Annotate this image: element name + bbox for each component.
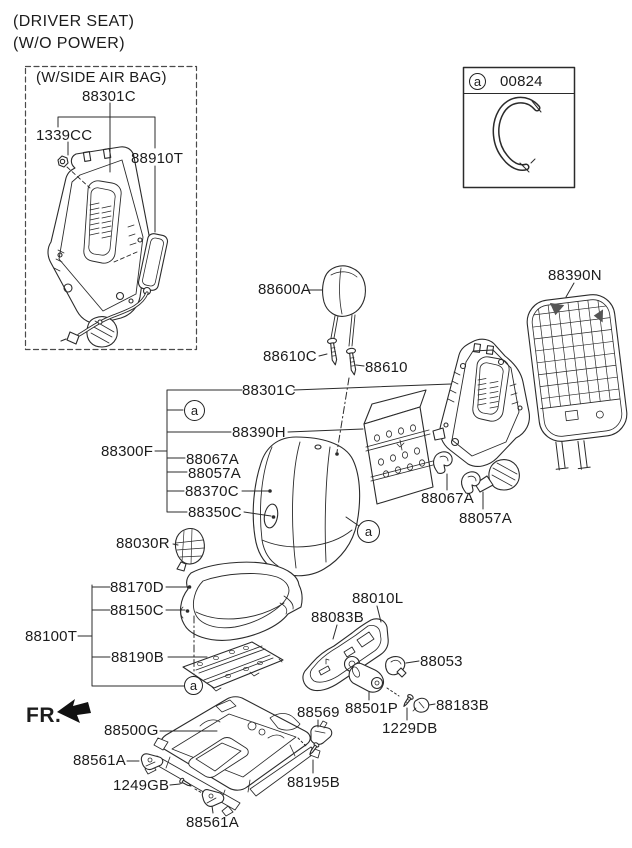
part-label-88067A-right: 88067A bbox=[421, 490, 474, 507]
lifter-knob-drawing bbox=[348, 662, 385, 693]
part-label-88610: 88610 bbox=[365, 359, 408, 376]
fr-arrow-icon bbox=[57, 699, 91, 723]
part-label-88350C: 88350C bbox=[188, 504, 242, 521]
part-label-88170D: 88170D bbox=[110, 579, 164, 596]
part-label-88150C: 88150C bbox=[110, 602, 164, 619]
leader-lines bbox=[77, 282, 575, 814]
side-airbag-box-border bbox=[24, 65, 198, 351]
ref-marker-a-back: a bbox=[184, 400, 205, 421]
part-label-88910T: 88910T bbox=[131, 150, 184, 167]
ref-code: 00824 bbox=[500, 73, 543, 90]
airbag-box-caption: (W/SIDE AIR BAG) bbox=[36, 69, 167, 86]
part-label-88190B: 88190B bbox=[111, 649, 164, 666]
part-label-88301C: 88301C bbox=[242, 382, 296, 399]
part-label-88390H: 88390H bbox=[232, 424, 286, 441]
ref-marker-a-pan: a bbox=[184, 676, 203, 695]
knob-cap-drawing bbox=[412, 697, 430, 713]
part-label-88183B: 88183B bbox=[436, 697, 489, 714]
headrest-guide-bolt-front bbox=[326, 337, 338, 366]
track-small-parts-drawing bbox=[140, 720, 333, 807]
page-title-line2: (W/O POWER) bbox=[13, 35, 125, 52]
part-label-88610C: 88610C bbox=[263, 348, 317, 365]
ref-box-border bbox=[462, 66, 576, 189]
part-label-1339CC: 1339CC bbox=[36, 127, 93, 144]
back-bracket-hooks-drawing bbox=[433, 451, 481, 494]
wire-clip-drawing bbox=[492, 96, 542, 173]
part-label-88057A-right: 88057A bbox=[459, 510, 512, 527]
part-label-1229DB: 1229DB bbox=[382, 720, 438, 737]
part-label-88500G: 88500G bbox=[104, 722, 159, 739]
part-label-88067A-left: 88067A bbox=[186, 451, 239, 468]
airbag-box-leaders bbox=[57, 102, 156, 233]
inner-shield-drawing bbox=[174, 528, 205, 572]
nut-drawing bbox=[57, 155, 91, 189]
part-label-88370C: 88370C bbox=[185, 483, 239, 500]
seat-pan-drawing bbox=[182, 641, 284, 692]
part-label-88501P: 88501P bbox=[345, 700, 398, 717]
part-label-88600A: 88600A bbox=[258, 281, 311, 298]
part-label-88390N: 88390N bbox=[548, 267, 602, 284]
airbag-frame-drawing bbox=[47, 146, 151, 348]
seat-track-drawing bbox=[144, 696, 321, 817]
part-label-88300F: 88300F bbox=[101, 443, 154, 460]
part-label-88030R: 88030R bbox=[116, 535, 170, 552]
part-label-1249GB: 1249GB bbox=[113, 777, 170, 794]
fr-label: FR. bbox=[26, 704, 62, 727]
knob-screw-drawing bbox=[403, 694, 414, 707]
part-label-88057A-left: 88057A bbox=[188, 465, 241, 482]
part-label-88569: 88569 bbox=[297, 704, 340, 721]
part-label-88100T: 88100T bbox=[25, 628, 78, 645]
part-label-88561A-bottom: 88561A bbox=[186, 814, 239, 831]
part-label-88561A-left: 88561A bbox=[73, 752, 126, 769]
recliner-lever-drawing bbox=[385, 656, 407, 678]
ref-marker-a-box: a bbox=[469, 73, 486, 90]
outer-shield-drawing bbox=[302, 618, 389, 692]
airbag-module-drawing bbox=[60, 233, 169, 345]
ref-marker-a-cushion: a bbox=[357, 520, 380, 543]
headrest-guide-bolt-rear bbox=[345, 347, 357, 376]
headrest-drawing bbox=[322, 265, 366, 347]
seat-back-frame-drawing bbox=[432, 338, 530, 493]
seat-back-cushion-drawing bbox=[252, 436, 361, 577]
part-label-88010L: 88010L bbox=[352, 590, 404, 607]
seat-cushion-drawing bbox=[179, 561, 303, 641]
part-label-88301C-box: 88301C bbox=[82, 88, 136, 105]
part-label-88053: 88053 bbox=[420, 653, 463, 670]
back-board-drawing bbox=[363, 389, 434, 505]
part-label-88195B: 88195B bbox=[287, 774, 340, 791]
part-label-88083B: 88083B bbox=[311, 609, 364, 626]
back-panel-drawing bbox=[526, 294, 628, 471]
page-title-line1: (DRIVER SEAT) bbox=[13, 13, 135, 30]
